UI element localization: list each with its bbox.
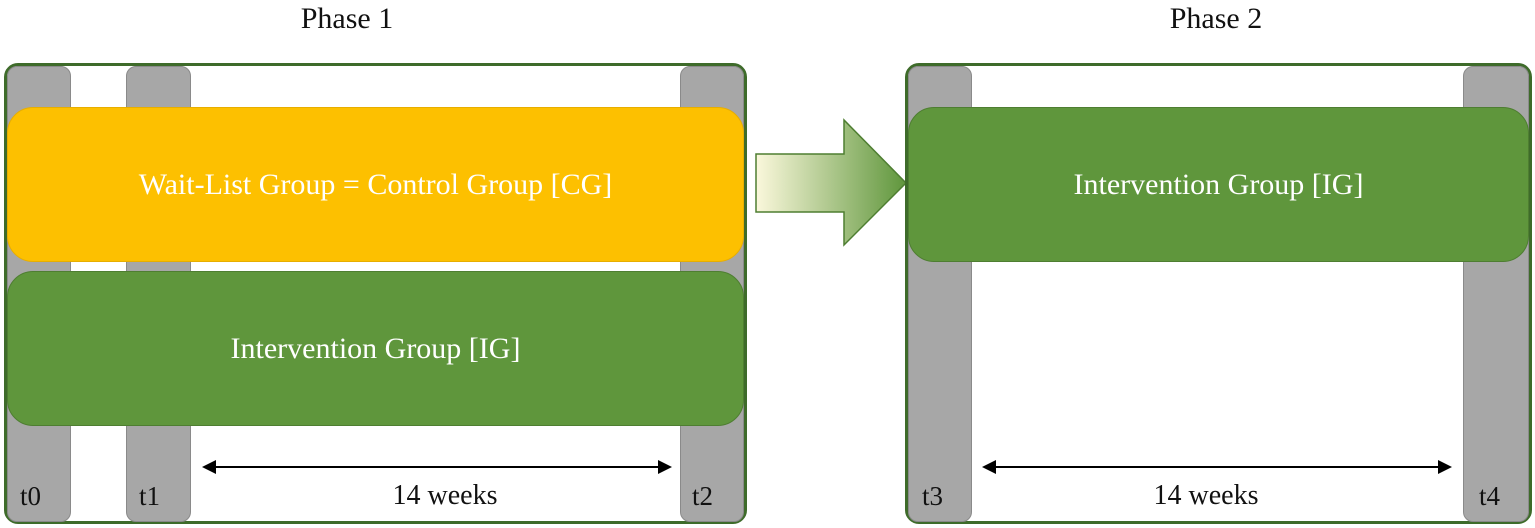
timepoint-label-t3: t3: [922, 481, 944, 511]
intervention-group-label: Intervention Group [IG]: [1073, 167, 1364, 201]
duration-arrow-phase-1: [202, 460, 672, 474]
control-group-label: Wait-List Group = Control Group [CG]: [138, 167, 613, 201]
timepoint-label-t4: t4: [1479, 481, 1501, 511]
duration-label-phase-1: 14 weeks: [392, 480, 498, 511]
phase-1-title: Phase 1: [300, 2, 394, 35]
timepoint-label-t1: t1: [139, 481, 161, 511]
duration-label-phase-2: 14 weeks: [1153, 480, 1259, 511]
control-group-box: Wait-List Group = Control Group [CG]: [7, 107, 744, 262]
phase-transition-arrow: [755, 118, 908, 247]
intervention-group-box-phase-2: Intervention Group [IG]: [908, 107, 1529, 262]
duration-arrow-phase-2: [982, 460, 1452, 474]
timepoint-label-t2: t2: [692, 481, 714, 511]
intervention-group-label: Intervention Group [IG]: [230, 331, 521, 365]
timepoint-label-t0: t0: [20, 481, 42, 511]
intervention-group-box-phase-1: Intervention Group [IG]: [7, 271, 744, 426]
phase-2-title: Phase 2: [1169, 2, 1263, 35]
